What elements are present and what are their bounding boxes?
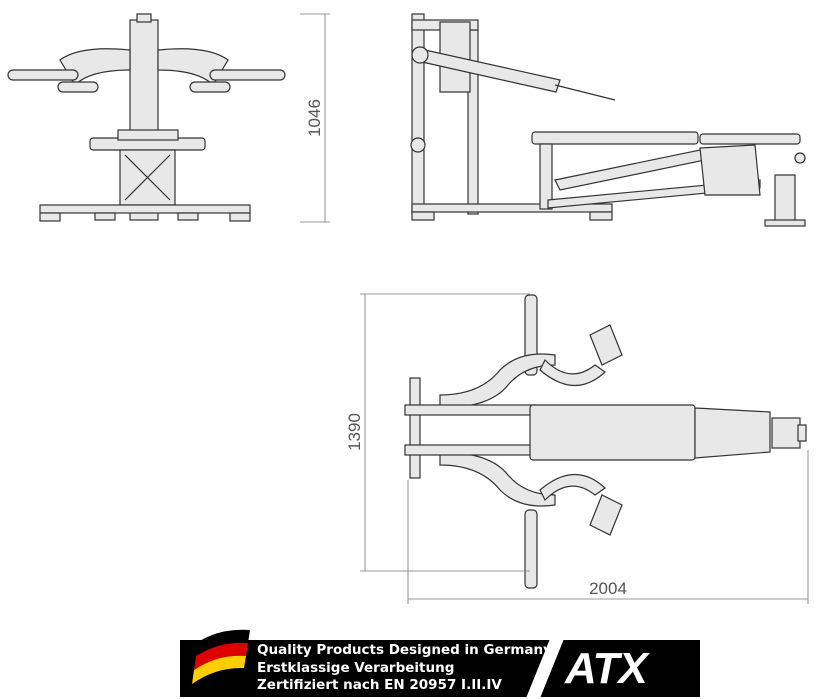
atx-logo: ATX xyxy=(565,644,648,693)
side-view xyxy=(410,13,806,227)
top-view xyxy=(404,294,807,589)
dimension-front-height: 1046 xyxy=(300,13,330,223)
front-view xyxy=(7,13,286,222)
banner-line-3: Zertifiziert nach EN 20957 I.II.IV xyxy=(257,677,502,693)
banner-line-1: Quality Products Designed in Germany xyxy=(257,642,552,658)
dimension-top-width: 1390 xyxy=(345,293,530,572)
dim-label-2004: 2004 xyxy=(589,579,627,598)
dim-label-1046: 1046 xyxy=(305,99,324,137)
banner-text: Quality Products Designed in Germany Ers… xyxy=(257,642,552,695)
dim-label-1390: 1390 xyxy=(345,413,364,451)
banner-line-2: Erstklassige Verarbeitung xyxy=(257,659,455,676)
dimension-top-length: 2004 xyxy=(407,450,809,604)
quality-banner: Quality Products Designed in Germany Ers… xyxy=(180,640,700,697)
